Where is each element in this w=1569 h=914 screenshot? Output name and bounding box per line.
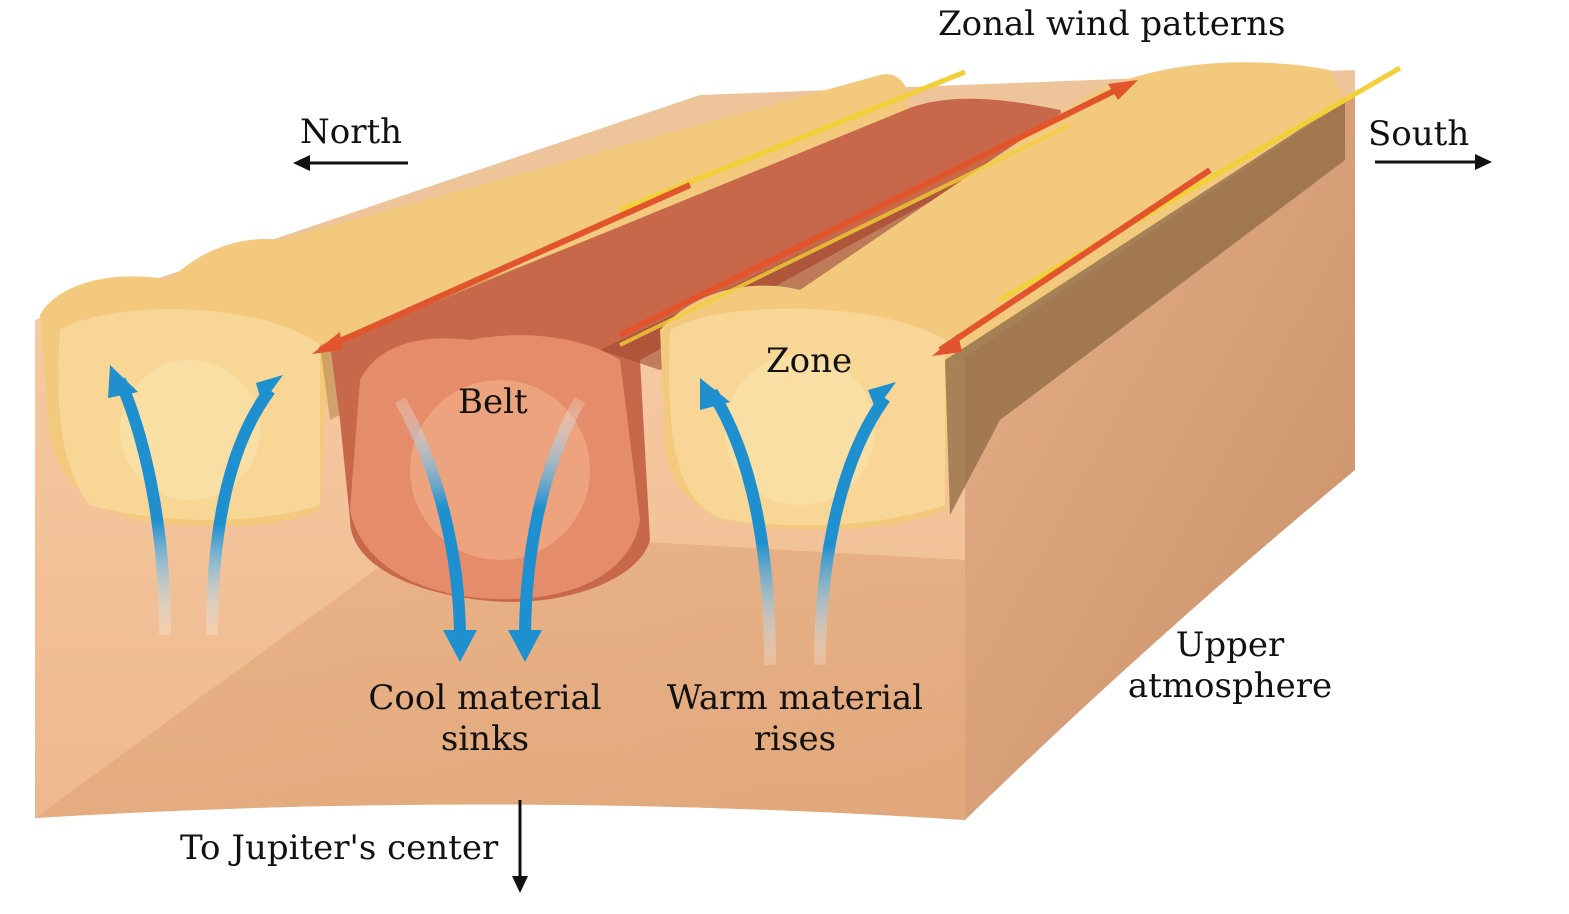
upper-atmosphere-label: Upper atmosphere (1120, 625, 1340, 708)
jupiter-center-label: To Jupiter's center (180, 828, 499, 868)
zonal-wind-arrows (312, 65, 1402, 356)
center-arrow (512, 800, 528, 893)
block-floor-cut (35, 530, 965, 820)
zonal-wind-label: Zonal wind patterns (938, 4, 1286, 44)
wind-arrow-red-2 (618, 85, 1122, 338)
south-arrow (1375, 154, 1492, 170)
cool-line-1: Cool material (368, 678, 602, 718)
upper-line-2: atmosphere (1127, 666, 1333, 707)
wind-line-yellow-2 (619, 123, 1071, 347)
cool-line-2: sinks (440, 719, 530, 760)
warm-material-label: Warm material rises (660, 678, 930, 761)
wind-arrow-red-3 (938, 167, 1212, 353)
warm-line-1: Warm material (666, 678, 924, 718)
north-arrow (293, 155, 408, 171)
wind-line-yellow-1 (619, 69, 966, 213)
rising-arrows-south (700, 378, 896, 666)
wind-arrowhead-3 (932, 334, 962, 356)
north-label: North (300, 112, 403, 152)
wind-arrow-red-1 (318, 182, 692, 353)
south-label: South (1368, 114, 1470, 154)
wind-arrowhead-2 (1108, 80, 1138, 100)
warm-line-2: rises (753, 719, 837, 760)
belt-label: Belt (458, 382, 528, 422)
cool-material-label: Cool material sinks (360, 678, 610, 761)
wind-line-yellow-3 (998, 65, 1402, 303)
block-side-face (960, 95, 1355, 820)
zone-label: Zone (766, 341, 853, 381)
sinking-arrows-belt (394, 397, 586, 662)
upper-line-1: Upper (1175, 625, 1285, 665)
wind-arrowhead-1 (312, 332, 342, 354)
rising-arrows-north (108, 365, 283, 636)
